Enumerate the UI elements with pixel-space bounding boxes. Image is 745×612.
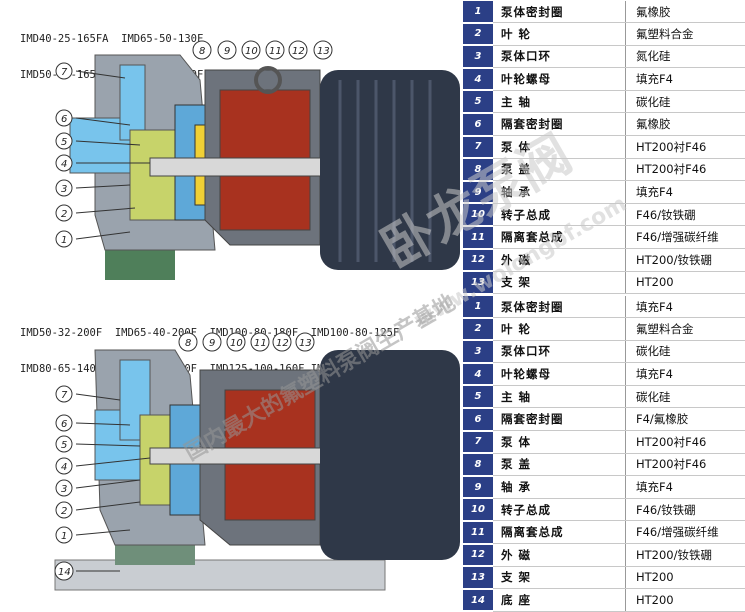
bottom-callouts-left: 7 6 5 4 3 2 1 14 <box>54 385 151 581</box>
svg-text:9: 9 <box>209 338 215 349</box>
top-callouts-top: 8 9 10 11 12 13 <box>192 40 333 60</box>
svg-text:13: 13 <box>299 338 312 349</box>
svg-text:4: 4 <box>61 462 67 473</box>
svg-text:8: 8 <box>185 338 191 349</box>
svg-text:10: 10 <box>230 338 243 349</box>
svg-text:2: 2 <box>61 209 67 220</box>
bottom-pump-diagram: 7 6 5 4 3 2 1 14 8 9 10 11 12 13 <box>54 332 460 591</box>
svg-text:7: 7 <box>61 390 68 401</box>
svg-text:12: 12 <box>292 46 305 57</box>
top-pump-diagram: 7 6 5 4 3 2 1 8 9 10 11 12 13 <box>55 40 460 280</box>
svg-text:6: 6 <box>61 114 67 125</box>
svg-text:14: 14 <box>58 567 71 578</box>
svg-text:11: 11 <box>254 338 267 349</box>
svg-text:5: 5 <box>61 137 67 148</box>
top-callouts-left: 7 6 5 4 3 2 1 <box>55 62 150 248</box>
svg-text:13: 13 <box>317 46 330 57</box>
svg-text:2: 2 <box>61 506 67 517</box>
bottom-callouts-top: 8 9 10 11 12 13 <box>178 332 315 352</box>
top-model-line: IMD40-25-165FA IMD65-50-130F <box>20 33 204 45</box>
svg-text:1: 1 <box>61 531 67 542</box>
svg-text:7: 7 <box>61 67 68 78</box>
svg-text:4: 4 <box>61 159 67 170</box>
svg-text:8: 8 <box>199 46 205 57</box>
svg-text:5: 5 <box>61 440 67 451</box>
svg-text:3: 3 <box>61 484 67 495</box>
svg-text:6: 6 <box>61 419 67 430</box>
svg-text:12: 12 <box>276 338 289 349</box>
svg-text:9: 9 <box>224 46 230 57</box>
svg-text:10: 10 <box>245 46 258 57</box>
svg-text:11: 11 <box>269 46 282 57</box>
svg-text:3: 3 <box>61 184 67 195</box>
svg-text:1: 1 <box>61 235 67 246</box>
